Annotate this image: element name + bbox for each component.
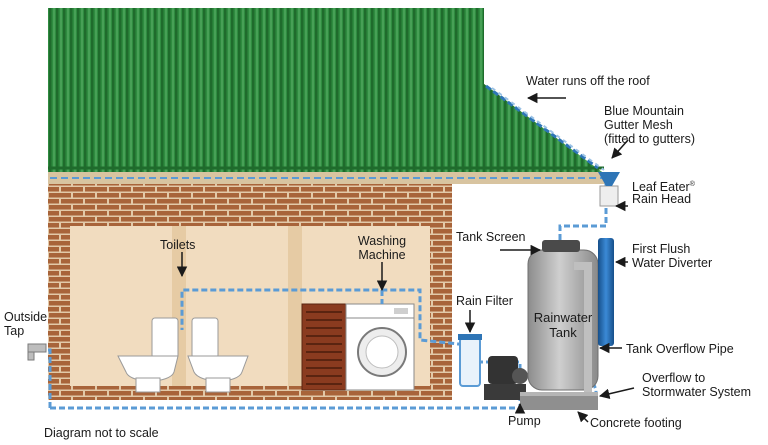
roof-runoff-label: Water runs off the roof xyxy=(526,74,650,88)
rainwater-tank xyxy=(527,240,599,391)
pump-label: Pump xyxy=(508,414,541,428)
cupboard xyxy=(301,303,347,391)
washing-machine-label-line1: Washing xyxy=(357,234,407,248)
gutter xyxy=(48,172,608,184)
first-flush-diverter xyxy=(598,238,614,346)
tank-label-line1: Rainwater xyxy=(533,310,593,325)
footing-label: Concrete footing xyxy=(590,416,682,430)
rain-head-label-line1: Leaf Eater® xyxy=(632,178,695,194)
first-flush-label-line1: First Flush xyxy=(632,242,691,256)
tank-overflow-pipe xyxy=(574,262,592,398)
rain-filter xyxy=(458,334,482,387)
rain-filter-label: Rain Filter xyxy=(456,294,513,308)
tank-screen-label: Tank Screen xyxy=(456,230,526,244)
gutter-mesh-label-line3: (fitted to gutters) xyxy=(604,132,696,146)
toilet-right xyxy=(187,317,249,393)
callout-arrows xyxy=(176,92,635,423)
overflow-storm-label-line1: Overflow to xyxy=(642,371,706,385)
concrete-footing xyxy=(520,392,598,410)
tank-label-line2: Tank xyxy=(549,325,577,340)
gutter-mesh-label-line1: Blue Mountain xyxy=(604,104,684,118)
rain-head xyxy=(598,172,620,207)
roof xyxy=(48,8,604,172)
first-flush-label-line2: Water Diverter xyxy=(632,256,713,270)
roof-water-flow xyxy=(485,84,605,171)
gutter-mesh-label-line2: Gutter Mesh xyxy=(604,118,673,132)
washing-machine xyxy=(345,303,415,391)
washing-machine-label-line2: Machine xyxy=(358,248,406,262)
rain-head-label-text: Leaf Eater xyxy=(632,180,690,195)
not-to-scale-note: Diagram not to scale xyxy=(44,426,159,440)
toilet-left xyxy=(117,317,179,393)
registered-mark: ® xyxy=(689,181,695,188)
outside-tap xyxy=(27,343,47,361)
overflow-storm-label-line2: Stormwater System xyxy=(642,385,752,399)
pump xyxy=(484,356,528,400)
outside-tap-label-line1: Outside xyxy=(4,310,48,324)
rain-head-label-line2: Rain Head xyxy=(632,192,692,206)
toilets-label: Toilets xyxy=(160,238,196,252)
overflow-pipe-label: Tank Overflow Pipe xyxy=(626,342,734,356)
outside-tap-label-line2: Tap xyxy=(4,324,25,338)
